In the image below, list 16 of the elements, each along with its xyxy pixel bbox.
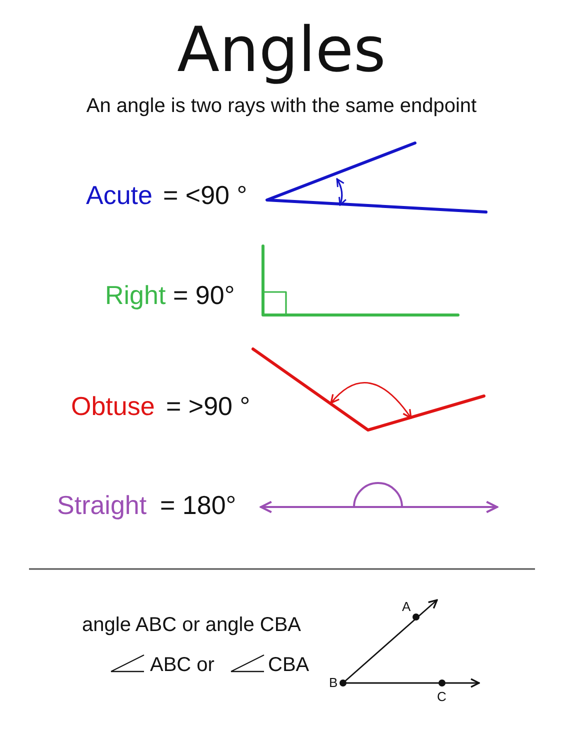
subtitle: An angle is two rays with the same endpoint xyxy=(85,95,478,118)
angle-measure: = >90 ° xyxy=(166,392,250,422)
angle-name: Right xyxy=(105,281,166,311)
angle-name: Acute xyxy=(86,181,152,211)
angle-measure: = 180° xyxy=(160,491,236,521)
point-label: C xyxy=(437,690,446,705)
angle-name: Straight xyxy=(57,491,147,521)
title: Angles xyxy=(176,14,387,86)
angle-measure: = <90 ° xyxy=(163,181,248,211)
notation-text: ABC or xyxy=(150,654,214,677)
point-label: A xyxy=(402,600,411,615)
notation-text: CBA xyxy=(268,654,310,677)
angle-name: Obtuse xyxy=(71,392,155,422)
point-label: B xyxy=(329,676,338,691)
angle-measure: = 90° xyxy=(173,281,235,311)
notation-text: angle ABC or angle CBA xyxy=(82,614,302,637)
